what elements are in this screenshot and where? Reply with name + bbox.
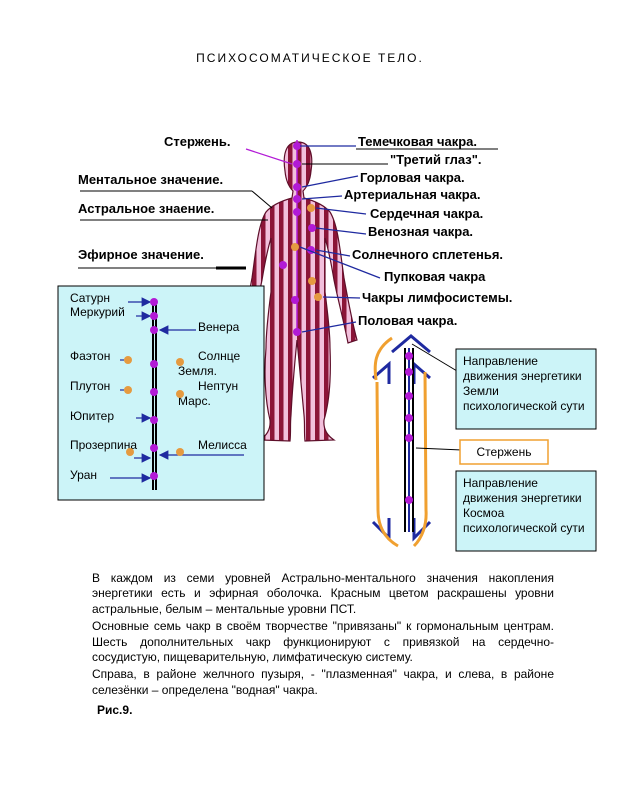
planet-neptune: Нептун bbox=[198, 379, 238, 393]
planet-jupiter: Юпитер bbox=[70, 409, 114, 423]
chakra-dot bbox=[291, 243, 299, 251]
chakra-label-4: Сердечная чакра. bbox=[370, 206, 483, 221]
chakra-label-8: Чакры лимфосистемы. bbox=[362, 290, 512, 305]
body-chakra-dots bbox=[279, 142, 322, 336]
chakra-label-9: Половая чакра. bbox=[358, 313, 457, 328]
chakra-dot bbox=[291, 296, 299, 304]
chakra-label-1: "Третий глаз". bbox=[390, 152, 482, 167]
caption-paragraph-2: Основные семь чакр в своём творчестве "п… bbox=[92, 619, 554, 665]
chakra-dot bbox=[314, 293, 322, 301]
box-rod-text: Стержень bbox=[477, 445, 532, 459]
chakra-dot bbox=[293, 208, 301, 216]
chakra-label-0: Темечковая чакра. bbox=[358, 134, 477, 149]
chakra-dot bbox=[293, 195, 301, 203]
planets-panel: Сатурн Меркурий Фаэтон Плутон Юпитер Про… bbox=[57, 285, 265, 501]
label-mental: Ментальное значение. bbox=[78, 172, 223, 187]
planet-mars: Марс. bbox=[178, 394, 211, 408]
left-labels: Стержень. Ментальное значение. Астрально… bbox=[78, 134, 293, 270]
caption-paragraph-3: Справа, в районе желчного пузыря, - "пла… bbox=[92, 667, 554, 697]
caption-paragraph-1: В каждом из семи уровней Астрально-мента… bbox=[92, 571, 554, 616]
planet-earth: Земля. bbox=[178, 364, 217, 378]
label-sterzhen: Стержень. bbox=[164, 134, 231, 149]
chakra-label-5: Венозная чакра. bbox=[368, 224, 473, 239]
page-title: ПСИХОСОМАТИЧЕСКОЕ ТЕЛО. bbox=[196, 51, 424, 65]
chakra-label-2: Горловая чакра. bbox=[360, 170, 465, 185]
planet-uran: Уран bbox=[70, 468, 97, 482]
planet-pluto: Плутон bbox=[70, 379, 110, 393]
box-rod bbox=[459, 439, 549, 465]
label-astral: Астральное знаение. bbox=[78, 201, 214, 216]
chakra-dot bbox=[293, 183, 301, 191]
chakra-label-7: Пупковая чакра bbox=[384, 269, 486, 284]
box-earth bbox=[455, 348, 597, 430]
figure-label: Рис.9. bbox=[97, 703, 133, 717]
planet-venus: Венера bbox=[198, 320, 240, 334]
chakra-label-3: Артериальная чакра. bbox=[344, 187, 481, 202]
planet-sun: Солнце bbox=[198, 349, 240, 363]
box-cosmos bbox=[455, 470, 597, 552]
planet-mercury: Меркурий bbox=[70, 305, 125, 319]
chakra-dot bbox=[308, 224, 316, 232]
chakra-dot bbox=[293, 142, 301, 150]
chakra-dot bbox=[293, 160, 301, 168]
chakra-dot bbox=[307, 204, 315, 212]
planet-melissa: Мелисса bbox=[198, 438, 247, 452]
chakra-dot bbox=[293, 328, 301, 336]
planet-saturn: Сатурн bbox=[70, 291, 110, 305]
planet-faeton: Фаэтон bbox=[70, 349, 110, 363]
planet-proserpina: Прозерпина bbox=[70, 438, 137, 452]
chakra-label-6: Солнечного сплетенья. bbox=[352, 247, 503, 262]
label-efir: Эфирное значение. bbox=[78, 247, 204, 262]
chakra-dot bbox=[308, 277, 316, 285]
energy-direction-diagram bbox=[371, 334, 463, 548]
chakra-labels: Темечковая чакра. "Третий глаз". Горлова… bbox=[299, 134, 512, 333]
caption-text: В каждом из семи уровней Астрально-мента… bbox=[92, 571, 554, 700]
chakra-dot bbox=[279, 261, 287, 269]
